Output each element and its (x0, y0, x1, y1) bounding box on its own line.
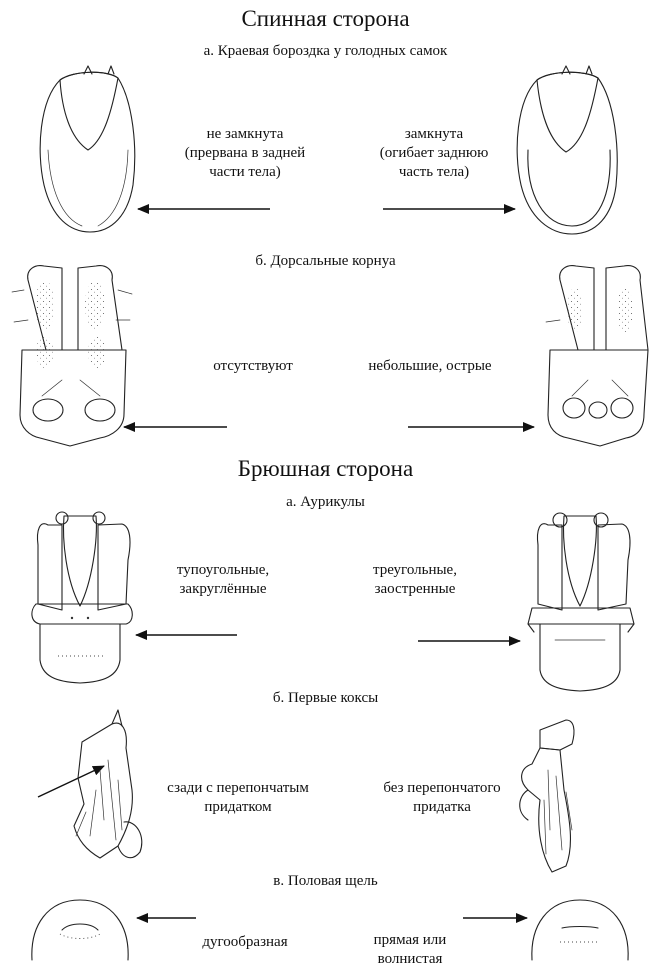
tick-body-closed-groove (517, 66, 617, 234)
gnathosoma-triangular-auricula (528, 513, 634, 691)
scutum-no-cornua (12, 266, 132, 446)
genital-aperture-straight (532, 900, 628, 960)
tick-body-open-groove (40, 66, 135, 232)
gnathosoma-obtuse-auricula (32, 512, 132, 683)
coxa-without-appendage (520, 720, 574, 872)
coxae-pointer-arrow (38, 766, 104, 797)
genital-aperture-arc (32, 900, 128, 960)
coxa-with-appendage (74, 710, 142, 858)
scutum-small-cornua (546, 266, 648, 446)
